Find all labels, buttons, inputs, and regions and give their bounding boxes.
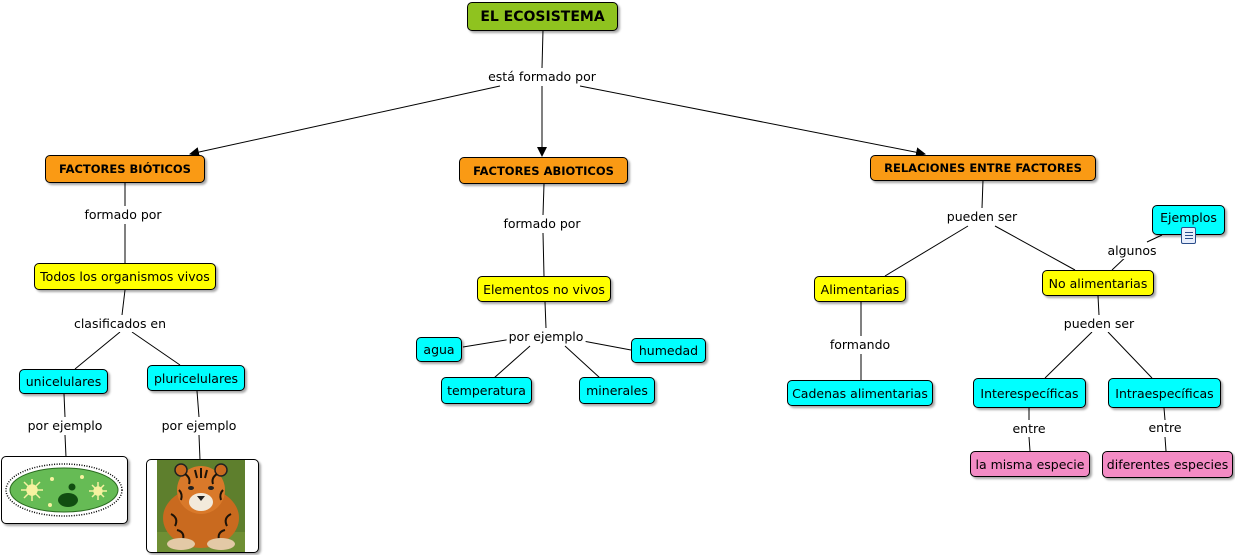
node-factores-abioticos[interactable]: FACTORES ABIOTICOS xyxy=(459,157,628,184)
node-agua[interactable]: agua xyxy=(416,337,462,362)
node-diferentes-especies[interactable]: diferentes especies xyxy=(1102,451,1233,478)
link-label: está formado por xyxy=(486,69,598,85)
node-factores-bioticos[interactable]: FACTORES BIÓTICOS xyxy=(45,155,205,183)
link-label: formado por xyxy=(501,216,583,232)
node-pluricelulares[interactable]: pluricelulares xyxy=(147,365,245,391)
tiger-photo[interactable] xyxy=(146,459,259,553)
link-label: por ejemplo xyxy=(159,418,239,434)
link-label: entre xyxy=(1010,421,1048,437)
link-label: por ejemplo xyxy=(25,418,105,434)
node-misma-especie[interactable]: la misma especie xyxy=(970,451,1090,477)
cell-illustration[interactable] xyxy=(1,456,128,524)
link-label: pueden ser xyxy=(1061,316,1137,332)
node-interespecificas[interactable]: Interespecíficas xyxy=(973,378,1086,408)
link-to-relaciones xyxy=(579,85,926,158)
link-to-bioticos xyxy=(189,85,501,157)
link-label: clasificados en xyxy=(71,316,169,332)
node-elementos-no-vivos[interactable]: Elementos no vivos xyxy=(477,276,611,302)
root-node[interactable]: EL ECOSISTEMA xyxy=(467,2,618,31)
cell-svg xyxy=(5,463,123,517)
link-label: algunos xyxy=(1105,243,1159,259)
node-humedad[interactable]: humedad xyxy=(631,338,706,363)
document-icon[interactable] xyxy=(1181,227,1196,244)
link-label: entre xyxy=(1146,420,1184,436)
node-alimentarias[interactable]: Alimentarias xyxy=(814,276,906,302)
node-temperatura[interactable]: temperatura xyxy=(441,377,532,404)
node-intraespecificas[interactable]: Intraespecíficas xyxy=(1108,378,1221,408)
node-relaciones[interactable]: RELACIONES ENTRE FACTORES xyxy=(870,155,1096,181)
link-label: formando xyxy=(827,337,893,353)
node-no-alimentarias[interactable]: No alimentarias xyxy=(1042,270,1154,296)
link-label: pueden ser xyxy=(944,209,1020,225)
node-minerales[interactable]: minerales xyxy=(579,377,655,404)
link-label: formado por xyxy=(82,207,164,223)
node-cadenas-alimentarias[interactable]: Cadenas alimentarias xyxy=(787,380,933,406)
link-root-label xyxy=(541,29,544,69)
node-organismos-vivos[interactable]: Todos los organismos vivos xyxy=(34,263,216,290)
tiger-svg xyxy=(157,460,245,552)
node-unicelulares[interactable]: unicelulares xyxy=(19,369,108,394)
link-label: por ejemplo xyxy=(506,329,586,345)
